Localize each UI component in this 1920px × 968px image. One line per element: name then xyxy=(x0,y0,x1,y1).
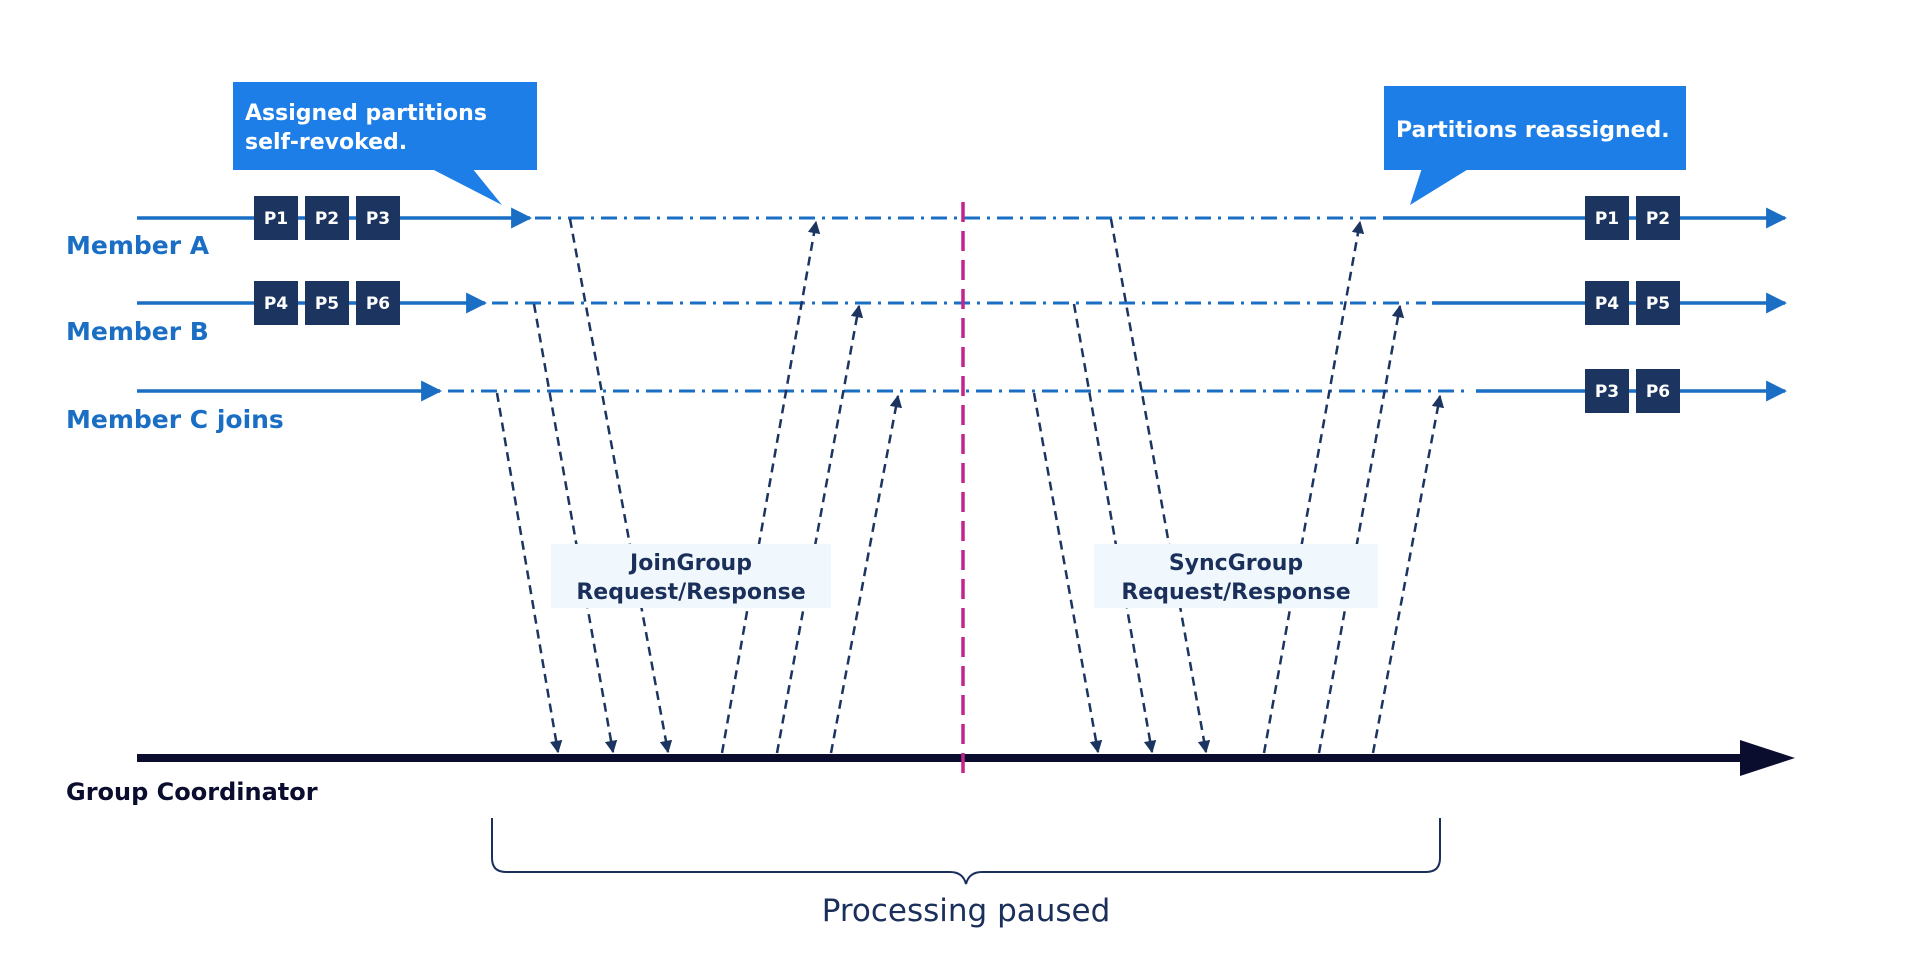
coordinator-arrowhead xyxy=(1740,740,1795,776)
partition-box-p6 xyxy=(356,281,400,325)
member-a-label: Member A xyxy=(66,231,210,260)
syncgroup-response-arrow xyxy=(1262,220,1365,754)
joingroup-label-bg xyxy=(551,544,831,608)
syncgroup-request-arrow xyxy=(1109,218,1211,754)
partition-box-p2 xyxy=(305,196,349,240)
partition-label-p3: P3 xyxy=(1595,382,1619,402)
partition-label-p1: P1 xyxy=(1595,209,1619,229)
syncgroup-response-arrow xyxy=(1317,304,1405,754)
partition-label-p1: P1 xyxy=(264,209,288,229)
partition-label-p2: P2 xyxy=(315,209,339,229)
partition-box-p1 xyxy=(1585,196,1629,240)
partition-label-p5: P5 xyxy=(315,294,339,314)
processing-paused-brace xyxy=(491,818,1441,885)
partition-box-p4 xyxy=(1585,281,1629,325)
syncgroup-request-arrow xyxy=(1032,392,1103,754)
syncgroup-label-line1: SyncGroup xyxy=(1169,551,1303,576)
member-c-label: Member C joins xyxy=(66,405,284,434)
joingroup-request-arrow xyxy=(532,303,618,754)
syncgroup-label-line2: Request/Response xyxy=(1121,580,1350,605)
partition-box-p5 xyxy=(305,281,349,325)
partition-label-p4: P4 xyxy=(264,294,288,314)
partition-box-p2 xyxy=(1636,196,1680,240)
partition-box-p1 xyxy=(254,196,298,240)
callout-self-revoked-pointer xyxy=(430,168,502,205)
partition-label-p3: P3 xyxy=(366,209,390,229)
partition-box-p3 xyxy=(356,196,400,240)
syncgroup-label-bg xyxy=(1094,544,1378,608)
partition-box-p4 xyxy=(254,281,298,325)
coordinator-timeline xyxy=(137,740,1795,776)
joingroup-label-line2: Request/Response xyxy=(576,580,805,605)
callout-self-revoked-box xyxy=(233,82,537,170)
callout-self-revoked-line1: Assigned partitions xyxy=(245,101,487,126)
callout-reassigned-pointer xyxy=(1410,168,1470,205)
member-b-label: Member B xyxy=(66,317,209,346)
partition-label-p4: P4 xyxy=(1595,294,1619,314)
processing-paused-label: Processing paused xyxy=(822,893,1111,929)
partition-box-p6 xyxy=(1636,369,1680,413)
syncgroup-request-arrow xyxy=(1072,303,1157,754)
callout-reassigned: Partitions reassigned. xyxy=(1384,86,1686,205)
partition-box-p3 xyxy=(1585,369,1629,413)
callout-reassigned-text: Partitions reassigned. xyxy=(1396,118,1670,143)
joingroup-label-line1: JoinGroup xyxy=(628,551,752,576)
syncgroup-label: SyncGroup Request/Response xyxy=(1094,544,1378,608)
partition-label-p2: P2 xyxy=(1646,209,1670,229)
joingroup-request-arrow xyxy=(495,392,563,754)
partition-box-p5 xyxy=(1636,281,1680,325)
syncgroup-response-arrow xyxy=(1371,394,1445,754)
joingroup-request-arrow xyxy=(568,218,673,754)
partition-label-p6: P6 xyxy=(1646,382,1670,402)
joingroup-response-arrow xyxy=(775,304,864,754)
callout-reassigned-box xyxy=(1384,86,1686,170)
partition-label-p6: P6 xyxy=(366,294,390,314)
joingroup-label: JoinGroup Request/Response xyxy=(551,544,831,608)
request-response-arrows xyxy=(495,218,1445,754)
callout-self-revoked: Assigned partitions self-revoked. xyxy=(233,82,537,205)
joingroup-response-arrow xyxy=(829,394,903,754)
coordinator-label: Group Coordinator xyxy=(66,778,318,806)
partition-label-p5: P5 xyxy=(1646,294,1670,314)
callout-self-revoked-line2: self-revoked. xyxy=(245,130,407,155)
